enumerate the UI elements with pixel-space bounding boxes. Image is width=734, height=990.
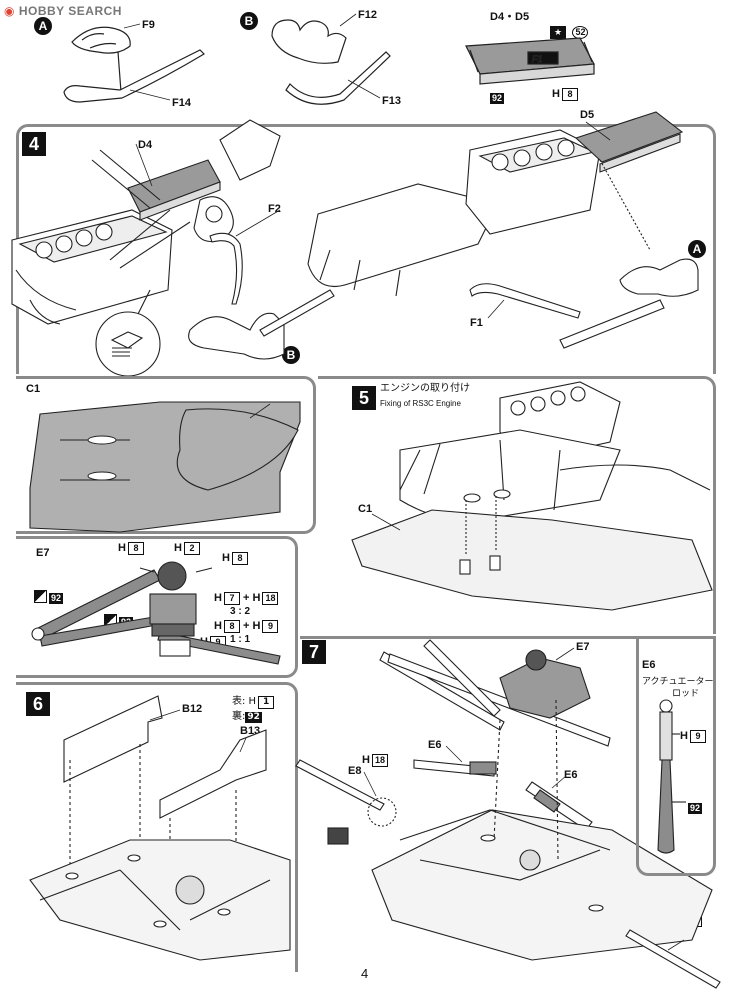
marker-a: A xyxy=(34,17,52,35)
label-d4: D4 xyxy=(138,139,153,151)
step4-number: 4 xyxy=(22,132,46,156)
label-f9: F9 xyxy=(142,19,155,31)
svg-text:F1: F1 xyxy=(532,54,543,64)
page-number: 4 xyxy=(361,966,369,981)
e6-frame xyxy=(636,638,716,876)
step4-marker-b: B xyxy=(282,346,300,364)
label-b12: B12 xyxy=(182,703,203,715)
paint-chip-icon xyxy=(34,590,47,604)
watermark-logo: ◉ HOBBY SEARCH xyxy=(4,4,122,18)
label-e6-left: E6 xyxy=(428,739,442,751)
star-icon: ★ xyxy=(550,26,566,39)
label-b13: B13 xyxy=(240,725,261,737)
logo-mark: ◉ xyxy=(4,4,15,18)
e6-label: E6 xyxy=(642,659,656,671)
step7-number: 7 xyxy=(302,640,326,664)
e6-paint: 92 xyxy=(688,803,703,814)
label-e7: E7 xyxy=(576,641,590,653)
e7-paint-a: 92 xyxy=(34,588,64,606)
e6-caption-1: アクチュエーター xyxy=(642,677,714,687)
e7-ratio1: 3 : 2 xyxy=(230,606,251,617)
step5-title-en: Fixing of RS3C Engine xyxy=(380,399,461,408)
c1-frame xyxy=(16,376,316,534)
e7-label: E7 xyxy=(36,547,50,559)
label-f2: F2 xyxy=(268,203,281,215)
c1-label: C1 xyxy=(26,383,41,395)
label-e6-right: E6 xyxy=(564,769,578,781)
label-f13: F13 xyxy=(382,95,401,107)
label-f12: F12 xyxy=(358,9,377,21)
e7-ratio2: 1 : 1 xyxy=(230,634,251,645)
label-d5: D5 xyxy=(580,109,595,121)
label-e8: E8 xyxy=(348,765,362,777)
label-f1: F1 xyxy=(470,317,483,329)
step6-number: 6 xyxy=(26,692,50,716)
sub-d-paint: 92 xyxy=(490,93,505,104)
marker-b: B xyxy=(240,12,258,30)
step5-title-jp: エンジンの取り付け xyxy=(380,383,470,394)
e7-frame xyxy=(16,536,298,678)
e6-caption-2: ロッド xyxy=(672,689,700,699)
step7-frame xyxy=(300,636,716,972)
step6-frame xyxy=(16,682,298,972)
step6-back: 裏:92 xyxy=(232,711,262,723)
step4-marker-a: A xyxy=(688,240,706,258)
step5-label-c1: C1 xyxy=(358,503,373,515)
step5-frame xyxy=(318,376,716,634)
sub-d-title: D4・D5 xyxy=(490,11,530,23)
label-f14: F14 xyxy=(172,97,191,109)
step5-number: 5 xyxy=(352,386,376,410)
